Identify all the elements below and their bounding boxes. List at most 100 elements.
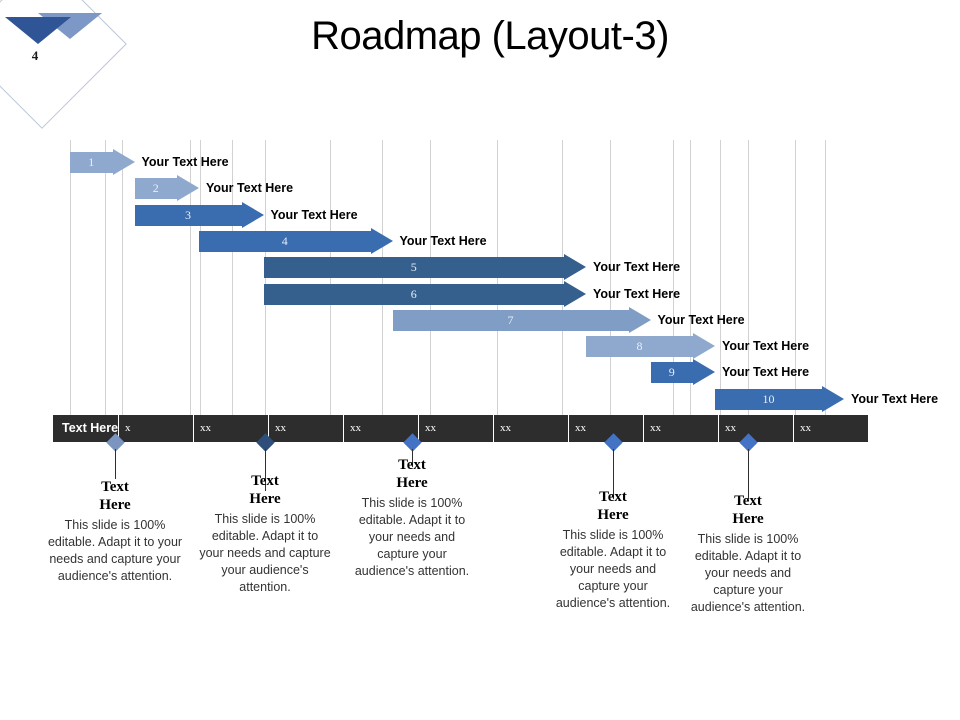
milestone-heading-line2: Here — [396, 475, 428, 491]
milestone-body-text: This slide is 100% editable. Adapt it to… — [354, 496, 470, 578]
arrow-number-label: 10 — [762, 391, 775, 406]
arrow-number-label: 3 — [185, 207, 191, 222]
gridline — [720, 140, 721, 415]
arrow-text-label: Your Text Here — [593, 286, 681, 301]
arrow-text-label: Your Text Here — [270, 207, 358, 222]
gridline — [610, 140, 611, 415]
arrow-head-icon — [693, 359, 715, 386]
arrow-text-label: Your Text Here — [722, 365, 810, 380]
milestone-body-text: This slide is 100% editable. Adapt it to… — [555, 528, 671, 610]
timeline-cell: xx — [793, 415, 868, 442]
gridline — [200, 140, 201, 415]
gridline — [232, 140, 233, 415]
gridline — [105, 140, 106, 415]
roadmap-bar[interactable]: 3 Your Text Here — [134, 201, 358, 228]
timeline-row-title: Text Here — [62, 421, 119, 435]
arrow-number-label: 4 — [281, 233, 288, 248]
roadmap-bar[interactable]: 5 Your Text Here — [263, 254, 680, 281]
timeline-cell: xx — [493, 415, 568, 442]
roadmap-bar[interactable]: 6 Your Text Here — [263, 280, 680, 307]
milestone-heading-line1: Text — [251, 473, 279, 489]
arrow-shape: 2 — [134, 175, 199, 202]
arrow-shape: 1 — [70, 149, 135, 175]
milestone-connector-line — [613, 449, 614, 499]
arrow-text-label: Your Text Here — [593, 260, 681, 275]
arrow-shape: 9 — [650, 359, 715, 386]
arrow-shape: 6 — [263, 280, 586, 307]
milestone-heading-line1: Text — [734, 493, 762, 509]
gridline — [70, 140, 71, 415]
arrow-text-label: Your Text Here — [399, 233, 487, 248]
gridline — [190, 140, 191, 415]
arrow-number-label: 5 — [410, 260, 417, 275]
arrow-number-label: 1 — [88, 155, 95, 169]
timeline-cell: xx — [343, 415, 418, 442]
milestone-connector-line — [748, 449, 749, 499]
arrow-head-icon — [241, 201, 264, 228]
arrow-head-icon — [177, 175, 199, 202]
arrow-head-icon — [370, 227, 393, 254]
timeline-cell: x — [118, 415, 193, 442]
arrow-head-icon — [112, 149, 135, 175]
triangle-dark-icon — [5, 17, 71, 44]
slide-number-text: 4 — [31, 48, 39, 63]
timeline-cell: xx — [268, 415, 343, 442]
gridline — [748, 140, 749, 415]
arrow-body — [650, 362, 693, 384]
slide-number-badge: 4 — [0, 0, 151, 129]
arrow-body — [70, 152, 113, 173]
milestone-heading-line1: Text — [398, 457, 426, 473]
roadmap-bar[interactable]: 10 Your Text Here — [715, 385, 938, 412]
timeline-cell: xx — [418, 415, 493, 442]
milestone-body-text: This slide is 100% editable. Adapt it to… — [199, 512, 331, 594]
arrow-head-icon — [564, 254, 586, 281]
milestone-heading-line2: Here — [249, 491, 281, 507]
arrow-body — [586, 336, 693, 358]
milestone-body-text: This slide is 100% editable. Adapt it to… — [690, 532, 806, 614]
arrow-number-label: 7 — [507, 312, 514, 327]
arrow-body — [263, 257, 564, 279]
arrow-body — [715, 388, 822, 410]
page-title: Roadmap (Layout-3) — [311, 14, 669, 58]
roadmap-bar[interactable]: 4 Your Text Here — [199, 227, 487, 254]
arrow-text-label: Your Text Here — [141, 155, 229, 169]
arrow-head-icon — [628, 306, 651, 333]
arrow-head-icon — [693, 333, 715, 360]
timeline-cell: xx — [568, 415, 643, 442]
roadmap-bar[interactable]: 9 Your Text Here — [650, 359, 809, 386]
arrow-shape: 8 — [586, 333, 715, 360]
milestone-connector-line — [265, 449, 266, 491]
arrow-text-label: Your Text Here — [206, 181, 294, 196]
arrow-text-label: Your Text Here — [851, 391, 939, 406]
arrow-shape: 10 — [715, 385, 844, 412]
arrow-shape: 3 — [134, 201, 264, 228]
roadmap-bar[interactable]: 2 Your Text Here — [134, 175, 293, 202]
arrow-number-label: 9 — [668, 365, 675, 380]
gridline — [673, 140, 674, 415]
gridline — [122, 140, 123, 415]
milestone-connector-line — [115, 449, 116, 479]
arrow-body — [263, 283, 564, 305]
milestone-body-text: This slide is 100% editable. Adapt it to… — [47, 518, 183, 583]
milestone-heading-line1: Text — [101, 479, 129, 495]
roadmap-bar[interactable]: 1 Your Text Here — [70, 149, 229, 175]
arrow-body — [134, 204, 242, 226]
arrow-number-label: 8 — [636, 339, 643, 354]
timeline-cell: xx — [643, 415, 718, 442]
arrow-shape: 4 — [199, 227, 393, 254]
arrow-head-icon — [564, 280, 586, 307]
milestone-connector-line — [412, 449, 413, 467]
timeline-cell: xx — [718, 415, 793, 442]
milestone-heading-line2: Here — [597, 507, 629, 523]
